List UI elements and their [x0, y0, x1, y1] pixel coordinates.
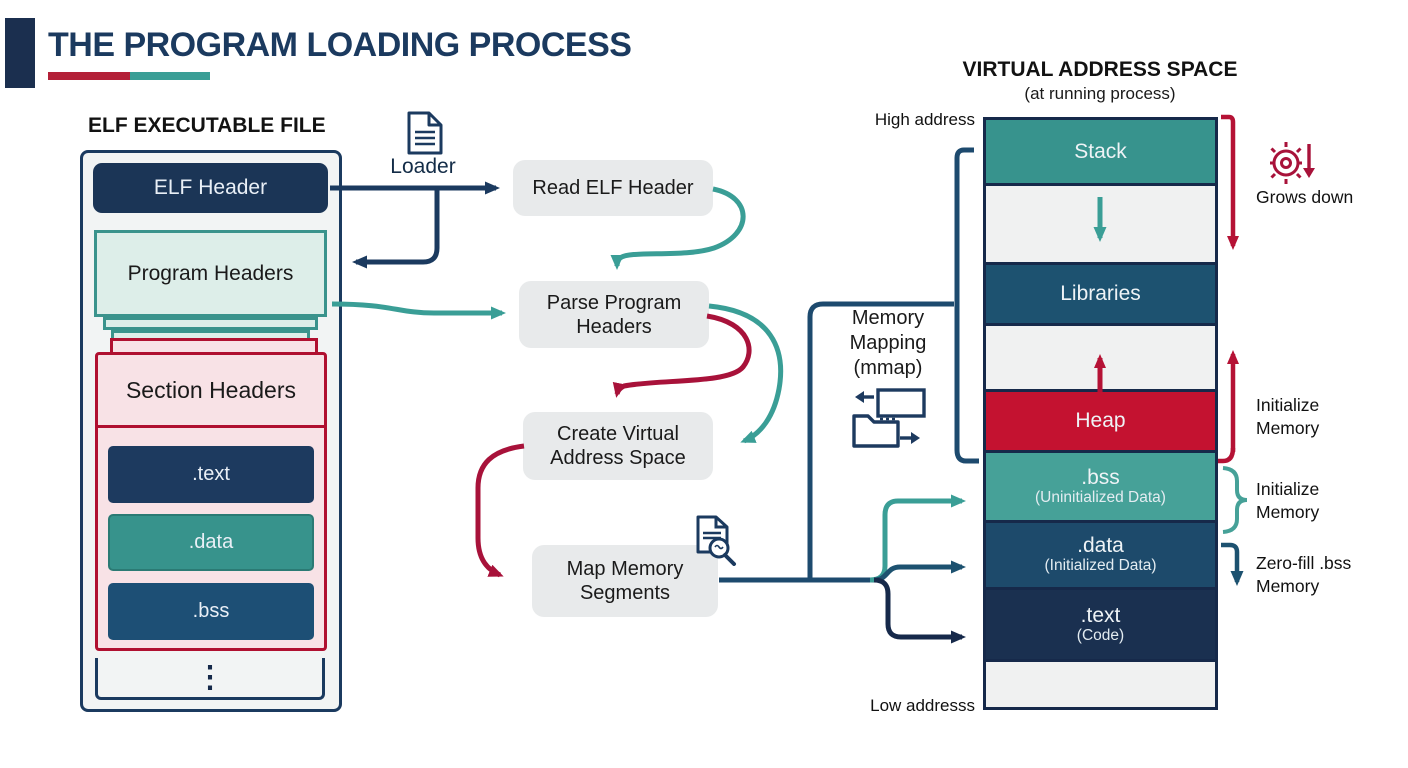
- document-icon: [407, 111, 443, 155]
- arrow-loader-to-programheaders: [352, 190, 440, 269]
- region-stack: Stack: [986, 120, 1215, 186]
- memory-mapping-icon: [852, 388, 926, 448]
- loader-label: Loader: [390, 155, 456, 178]
- section-data-box: .data: [108, 514, 314, 571]
- high-address-label: High address: [874, 110, 975, 129]
- elf-file-heading: ELF EXECUTABLE FILE: [88, 114, 326, 137]
- elf-more-sections-bracket: ⋮: [95, 658, 325, 700]
- page-title: THE PROGRAM LOADING PROCESS: [48, 26, 632, 64]
- step-map-memory-segments: Map Memory Segments: [532, 545, 718, 617]
- memory-mapping-label: Memory Mapping (mmap): [849, 307, 927, 379]
- section-headers-group: Section Headers .text .data .bss: [95, 352, 327, 651]
- line-grows-down: [1221, 114, 1239, 250]
- arrow-fork-to-bss: [869, 494, 966, 583]
- vas-subtitle: (at running process): [1024, 84, 1176, 103]
- region-text: .text (Code): [986, 590, 1215, 662]
- region-gap-heap: [986, 326, 1215, 392]
- low-address-label: Low addresss: [870, 696, 975, 715]
- arrow-programheaders-to-parse: [331, 301, 506, 320]
- title-underline-red: [48, 72, 130, 80]
- section-bss-box: .bss: [108, 583, 314, 640]
- memory-column: Stack Libraries Heap .bss (Uninitialized…: [983, 117, 1218, 710]
- region-bss: .bss (Uninitialized Data): [986, 453, 1215, 523]
- arrow-create-to-map: [475, 443, 525, 578]
- initialize-memory-label-heap: Initialize Memory: [1256, 395, 1320, 438]
- section-headers-label: Section Headers: [98, 355, 324, 428]
- region-libraries: Libraries: [986, 265, 1215, 326]
- region-data: .data (Initialized Data): [986, 523, 1215, 590]
- region-gap-stack: [986, 186, 1215, 265]
- step-create-virtual-address-space: Create Virtual Address Space: [523, 412, 713, 480]
- line-heap-up-corner: [1218, 447, 1236, 464]
- arrow-fork-to-data: [873, 560, 966, 583]
- zero-fill-label: Zero-fill .bss Memory: [1256, 553, 1352, 596]
- program-headers-layer: [103, 317, 318, 330]
- arrow-fork-to-text: [873, 577, 966, 644]
- title-underline: [48, 72, 210, 80]
- document-search-icon: [696, 515, 736, 566]
- region-heap: Heap: [986, 392, 1215, 453]
- arrow-parse-to-create-right: [708, 303, 784, 444]
- arrow-data-zerofill: [1221, 542, 1244, 586]
- gear-down-icon: [1270, 142, 1315, 184]
- step-read-elf-header: Read ELF Header: [513, 160, 713, 216]
- section-text-box: .text: [108, 446, 314, 503]
- region-gap-bottom: [986, 662, 1215, 707]
- brace-bss: [1222, 466, 1248, 534]
- vas-title: VIRTUAL ADDRESS SPACE: [962, 58, 1238, 81]
- title-underline-teal: [130, 72, 210, 80]
- program-headers-box: Program Headers: [94, 230, 327, 317]
- initialize-memory-label-bss: Initialize Memory: [1256, 479, 1320, 522]
- elf-header-box: ELF Header: [93, 163, 328, 213]
- bracket-mmap-region: [954, 147, 979, 464]
- grows-down-label: Grows down: [1256, 187, 1354, 207]
- step-parse-program-headers: Parse Program Headers: [519, 281, 709, 348]
- ellipsis-glyph: ⋮: [195, 660, 225, 694]
- title-accent-block: [5, 18, 35, 88]
